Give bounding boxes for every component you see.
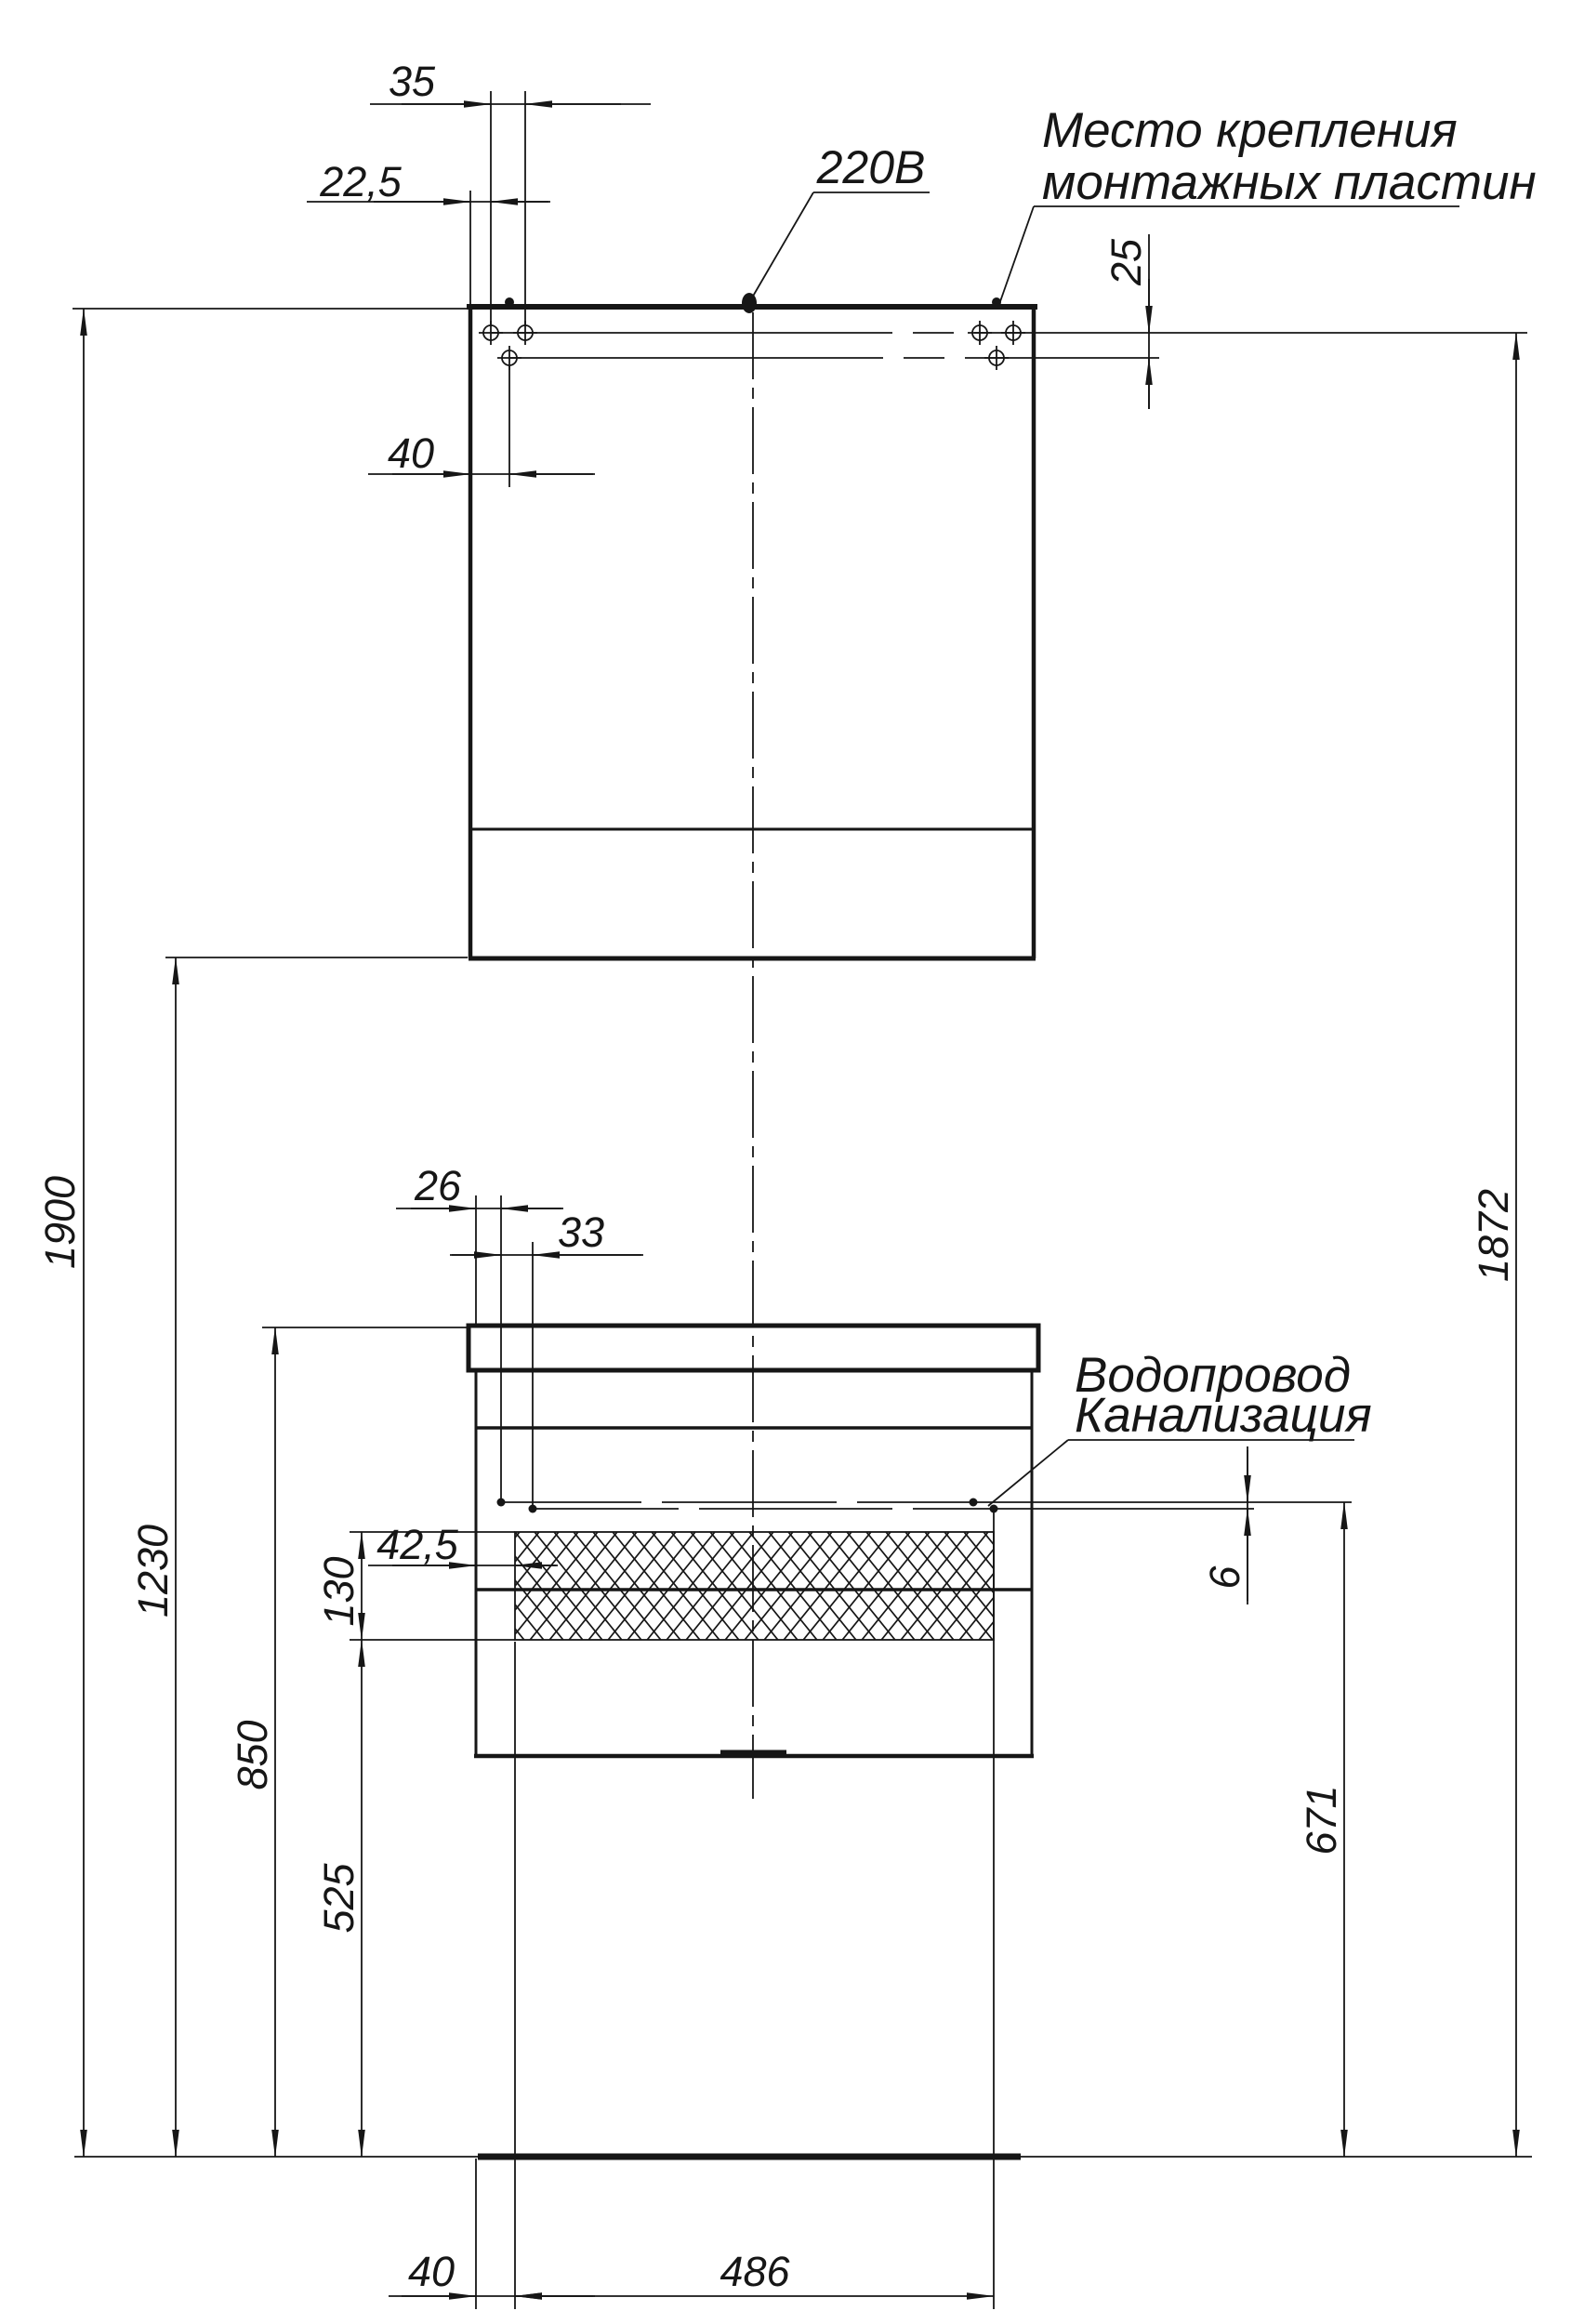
dim-label-26: 26 xyxy=(414,1162,462,1209)
label-water-supply: Водопровод xyxy=(1075,1348,1351,1403)
dim-label-33: 33 xyxy=(558,1208,604,1256)
dim-671: 671 xyxy=(1298,1501,1348,2158)
dim-label-1900: 1900 xyxy=(36,1176,84,1269)
dim-label-42-5: 42,5 xyxy=(376,1521,459,1568)
dim-26: 26 xyxy=(396,1162,563,1212)
leader-pipes xyxy=(987,1439,1069,1507)
dim-label-671: 671 xyxy=(1298,1785,1345,1855)
hatched-pipe-opening xyxy=(514,1531,995,1641)
dim-850: 850 xyxy=(229,1327,279,2158)
dim-label-130: 130 xyxy=(315,1556,363,1626)
dim-label-35: 35 xyxy=(389,58,436,105)
dim-486: 486 xyxy=(514,2248,995,2300)
label-mounting-plates-line2: монтажных пластин xyxy=(1042,155,1537,210)
callout-220v: 220В xyxy=(750,141,930,300)
leader-220v xyxy=(750,191,814,300)
dim-525: 525 xyxy=(315,1639,365,2158)
label-sewerage: Канализация xyxy=(1075,1388,1372,1443)
dim-1230: 1230 xyxy=(129,957,179,2158)
mounting-plate-dot-left xyxy=(505,297,514,307)
dim-label-850: 850 xyxy=(229,1720,276,1789)
dim-22-5: 22,5 xyxy=(307,158,550,205)
dim-label-22-5: 22,5 xyxy=(319,158,403,205)
leader-mounting-plates xyxy=(997,205,1035,308)
dim-label-40-top: 40 xyxy=(388,429,434,477)
dim-40-top: 40 xyxy=(368,429,595,478)
callout-pipes: Водопровод Канализация xyxy=(987,1348,1372,1507)
dim-label-1230: 1230 xyxy=(129,1525,177,1618)
dim-label-25: 25 xyxy=(1102,238,1150,286)
dim-33: 33 xyxy=(450,1208,643,1259)
label-220v: 220В xyxy=(816,141,926,193)
dim-25: 25 xyxy=(1102,234,1153,409)
mirror-cabinet-body xyxy=(470,307,1034,958)
dim-130: 130 xyxy=(315,1531,365,1641)
dim-label-525: 525 xyxy=(315,1862,363,1933)
dim-1900: 1900 xyxy=(36,308,87,2158)
dim-35: 35 xyxy=(370,58,651,108)
extension-lines xyxy=(73,91,995,2309)
dim-label-6: 6 xyxy=(1201,1565,1248,1590)
pipe-end-dots xyxy=(496,1498,998,1513)
dim-label-40-bottom: 40 xyxy=(408,2248,455,2295)
dim-1872: 1872 xyxy=(1470,332,1520,2158)
dim-40-bottom: 40 xyxy=(389,2248,595,2300)
mirror-cabinet xyxy=(467,304,1037,961)
power-outlet-dot xyxy=(742,293,757,313)
dim-6: 6 xyxy=(1201,1446,1251,1604)
dim-label-1872: 1872 xyxy=(1470,1189,1517,1282)
dim-42-5: 42,5 xyxy=(368,1521,558,1569)
label-mounting-plates-line1: Место крепления xyxy=(1042,103,1458,158)
callout-mounting-plates: Место крепления монтажных пластин xyxy=(997,103,1537,308)
dim-label-486: 486 xyxy=(719,2248,790,2295)
